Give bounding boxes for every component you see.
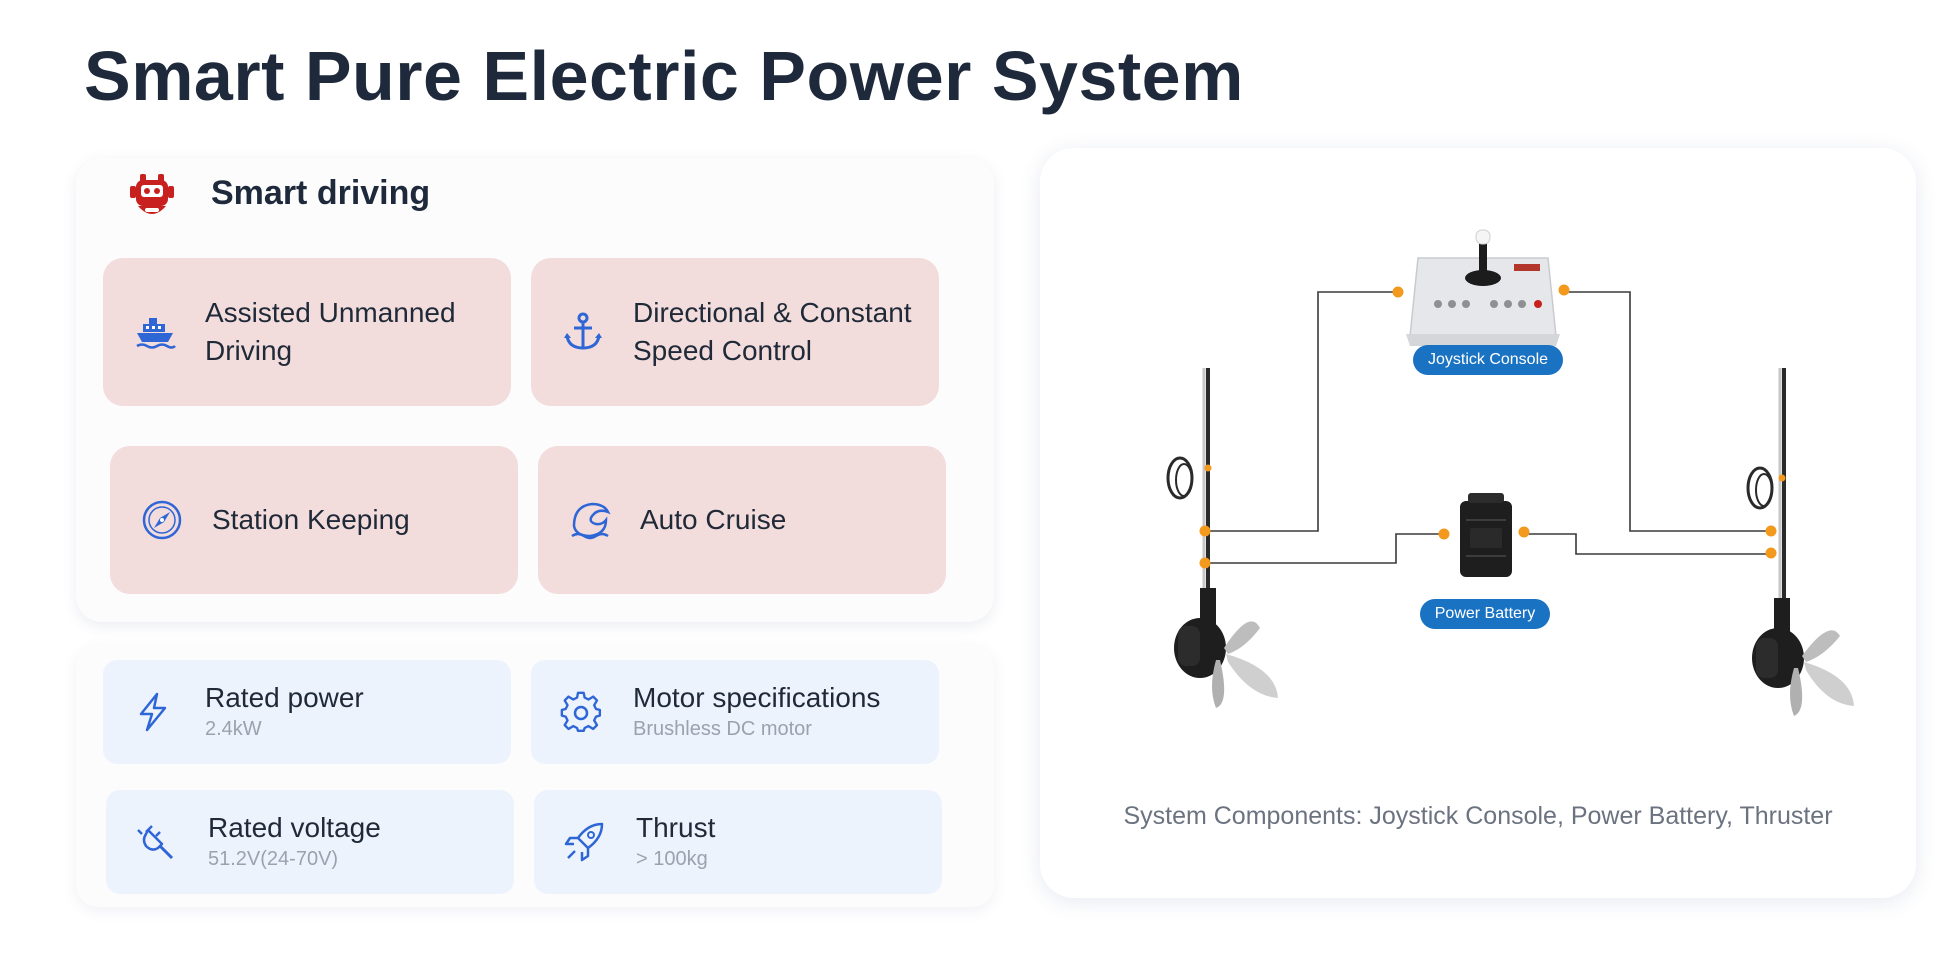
power-battery-label: Power Battery bbox=[1420, 599, 1550, 629]
spec-value: > 100kg bbox=[636, 848, 708, 870]
compass-icon bbox=[142, 500, 182, 540]
spec-label: Motor specifications bbox=[633, 682, 881, 713]
feature-label: Station Keeping bbox=[212, 504, 410, 535]
spec-card-thrust: Thrust > 100kg bbox=[534, 790, 942, 894]
diagram-caption: System Components: Joystick Console, Pow… bbox=[1123, 802, 1833, 830]
wiring-lines bbox=[1200, 291, 1770, 564]
joystick-console-label: Joystick Console bbox=[1413, 345, 1563, 375]
smart-driving-title: Smart driving bbox=[211, 174, 431, 212]
rocket-icon bbox=[564, 822, 604, 862]
spec-value: 51.2V(24-70V) bbox=[208, 848, 339, 870]
spec-value: 2.4kW bbox=[205, 718, 262, 740]
feature-label: Auto Cruise bbox=[640, 504, 787, 535]
robot-head-icon bbox=[130, 174, 174, 214]
wave-icon bbox=[571, 502, 611, 540]
feature-label: Directional & Constant Speed Control bbox=[633, 297, 912, 366]
feature-card-station-keeping: Station Keeping bbox=[110, 446, 518, 594]
lightning-icon bbox=[139, 692, 167, 732]
feature-label: Assisted Unmanned Driving bbox=[205, 297, 456, 366]
spec-label: Thrust bbox=[636, 812, 716, 843]
spec-card-rated-voltage: Rated voltage 51.2V(24-70V) bbox=[106, 790, 514, 894]
battery-box-icon bbox=[1460, 493, 1512, 577]
spec-value: Brushless DC motor bbox=[633, 718, 812, 740]
feature-card-auto-cruise: Auto Cruise bbox=[538, 446, 946, 594]
anchor-icon bbox=[564, 312, 602, 350]
page-title: Smart Pure Electric Power System bbox=[84, 37, 1244, 115]
thruster-right-icon bbox=[1746, 368, 1854, 716]
spec-card-motor-specifications: Motor specifications Brushless DC motor bbox=[531, 660, 939, 764]
spec-card-rated-power: Rated power 2.4kW bbox=[103, 660, 511, 764]
connector-dots bbox=[1199, 284, 1786, 569]
feature-card-directional-speed-control: Directional & Constant Speed Control bbox=[531, 258, 939, 406]
spec-label: Rated power bbox=[205, 682, 364, 713]
plug-icon bbox=[137, 825, 174, 860]
ship-icon bbox=[136, 318, 176, 349]
thruster-left-icon bbox=[1166, 368, 1278, 708]
spec-label: Rated voltage bbox=[208, 812, 381, 843]
gear-icon bbox=[560, 691, 602, 733]
feature-card-assisted-unmanned-driving: Assisted Unmanned Driving bbox=[103, 258, 511, 406]
system-diagram bbox=[1166, 229, 1854, 716]
joystick-console-icon bbox=[1406, 229, 1560, 346]
